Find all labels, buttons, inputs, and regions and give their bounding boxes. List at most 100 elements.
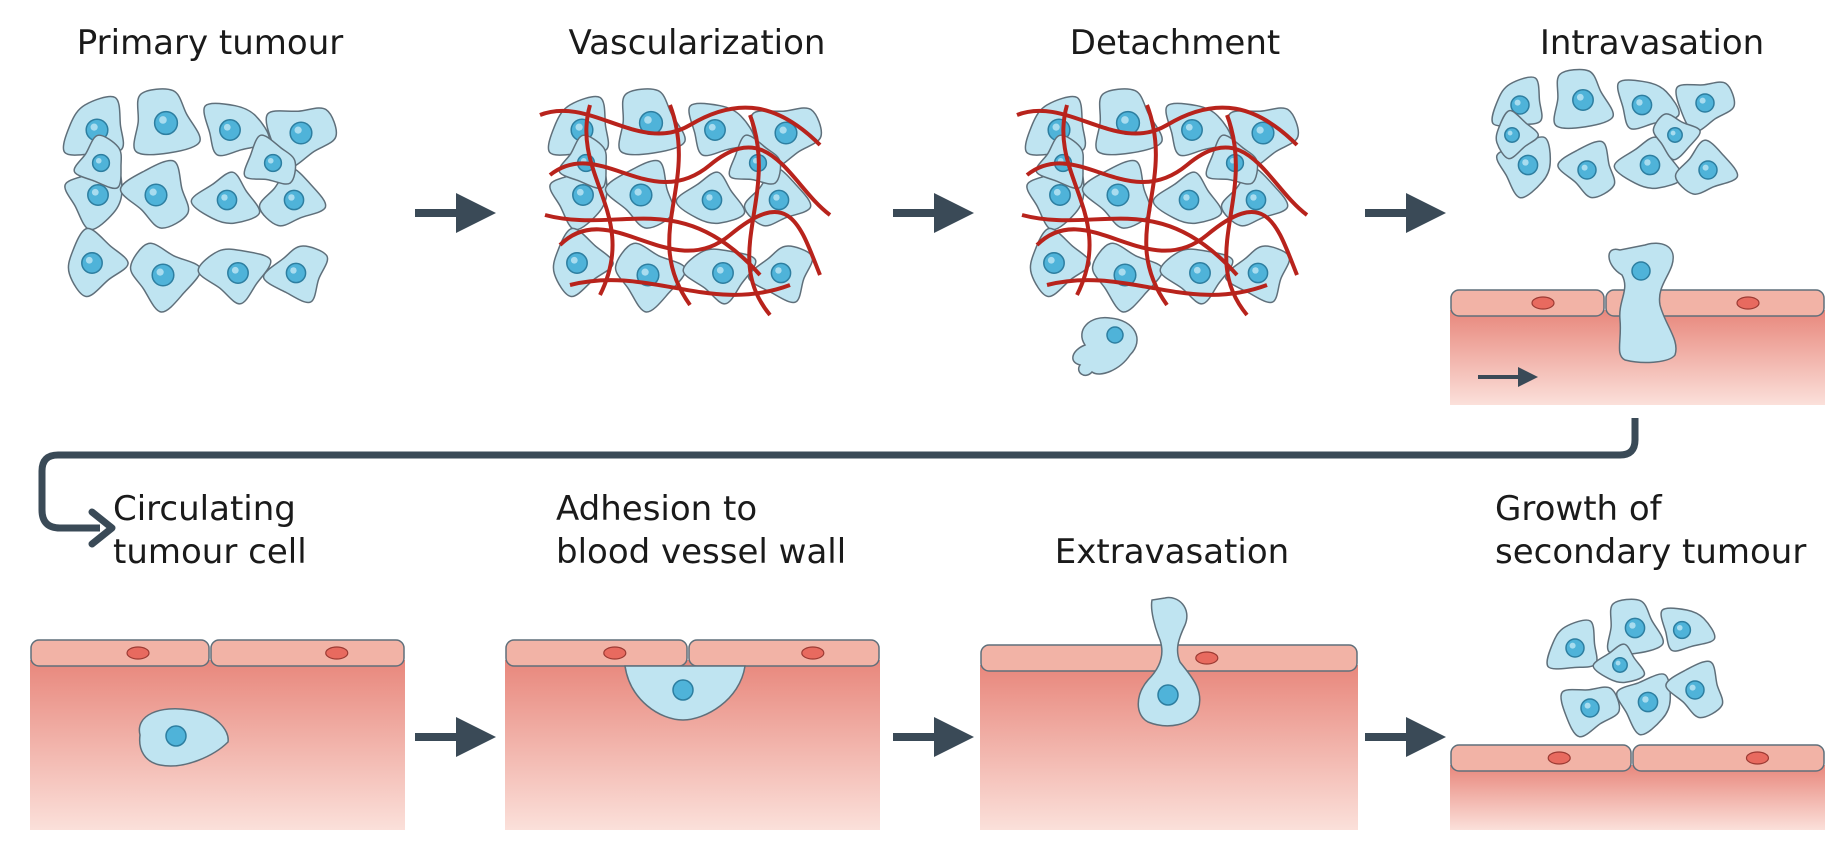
label-growth-line1: Growth of [1495,489,1662,529]
adhering-cell-nucleus [672,679,694,701]
blood-vessel [1025,145,1309,217]
intravasation-scene [1450,68,1825,405]
tumour-cell [1557,140,1616,199]
tumour-cell [1546,619,1598,670]
cell-nucleus [1637,691,1659,713]
tumour-cell [262,245,329,304]
blood-vessel [1144,104,1169,307]
nucleus-highlight [1636,99,1643,106]
nucleus-highlight [575,123,583,131]
tumour-cell [1159,248,1234,305]
nucleus-highlight [267,157,274,164]
cell-nucleus [1667,127,1683,143]
vessel-lumen [1450,765,1825,830]
blood-vessel [1046,278,1268,297]
extravasating-cell [1137,596,1201,727]
nucleus-highlight [91,188,99,196]
blood-vessel [544,213,762,277]
detaching-cell [1072,316,1138,377]
cell-nucleus [1247,262,1269,284]
endothelial-nucleus [1531,296,1555,310]
tumour-cell [743,167,812,227]
cell-nucleus [1189,262,1211,284]
cell-nucleus [768,189,790,211]
nucleus-highlight [1576,93,1584,101]
flow-connector [38,418,1639,548]
flow-connector-line [38,418,1639,532]
cell-nucleus [1043,252,1065,274]
cell-nucleus [144,183,168,207]
nucleus-highlight [1256,126,1264,134]
secondary-tumour-scene [1450,598,1825,830]
nucleus-highlight [716,266,724,274]
tumour-cell [747,245,814,304]
cell-nucleus [263,153,283,173]
nucleus-highlight [773,194,780,201]
label-extravasation: Extravasation [1054,532,1290,572]
tumour-cell [243,134,297,185]
nucleus-highlight [1699,97,1706,104]
nucleus-highlight [1185,123,1193,131]
tumour-cell [73,134,123,190]
cell-nucleus [1612,657,1628,673]
label-circulating-line1: Circulating [113,489,296,529]
cell-nucleus [285,262,307,284]
blood-vessel [667,104,692,307]
tumour-cell [1592,643,1646,684]
endothelial-cell [505,639,688,667]
cell-nucleus [91,153,111,173]
nucleus-highlight [1111,188,1119,196]
label-adhesion-line2: blood vessel wall [556,532,847,572]
nucleus-highlight [159,116,167,124]
tumour-cell [258,167,327,227]
cell-nucleus [227,262,249,284]
nucleus-highlight [1118,268,1126,276]
label-intravasation: Intravasation [1539,23,1765,63]
blood-vessel [1061,104,1092,296]
tumour-cell [1674,139,1739,195]
nucleus-highlight [1052,123,1060,131]
flow-connector-arrowhead [88,508,116,548]
endothelial-cell [1450,289,1605,317]
nucleus-highlight [576,188,584,196]
endothelial-cell [688,639,880,667]
nucleus-highlight [1689,684,1696,691]
cell-nucleus [1565,638,1585,658]
nucleus-highlight [706,194,713,201]
cell-nucleus [1695,93,1715,113]
nucleus-highlight [288,194,295,201]
cell-nucleus [151,263,175,287]
cell-nucleus [712,262,734,284]
cell-nucleus [216,189,238,211]
nucleus-highlight [1250,194,1257,201]
nucleus-highlight [779,126,787,134]
endothelial-cell [1450,744,1632,772]
nucleus-highlight [231,266,239,274]
label-detachment: Detachment [1069,23,1281,63]
tumour-cell [203,102,270,157]
nucleus-highlight [1702,164,1709,171]
cell-nucleus [1624,617,1646,639]
nucleus-highlight [294,126,302,134]
blood-vessel [548,145,832,217]
cell-nucleus [1181,119,1203,141]
nucleus-highlight [1644,159,1651,166]
cell-nucleus [1245,189,1267,211]
cell-nucleus [1685,680,1705,700]
extravasating-cell-nucleus [1157,684,1179,706]
circulating-scene [30,639,405,830]
cell-nucleus [770,262,792,284]
stage-arrows [415,193,1446,757]
cell-nucleus [1517,154,1539,176]
cell-nucleus [1639,154,1661,176]
nucleus-highlight [708,123,716,131]
blood-vessel [569,278,791,297]
tumour-cell [1495,109,1540,160]
cell-nucleus [153,110,179,136]
tumour-cell [1615,673,1672,736]
tumour-cell [1081,159,1152,229]
tumour-cell [1652,113,1701,161]
cell-nucleus [701,189,723,211]
tumour-cell [604,159,675,229]
